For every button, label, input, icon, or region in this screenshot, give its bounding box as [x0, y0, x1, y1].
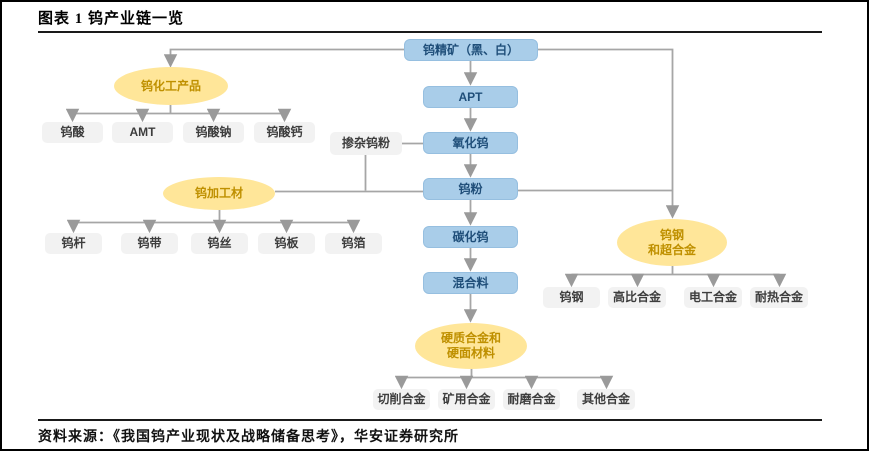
processed-child-strip: 钨带 [121, 233, 178, 254]
chemical-child-ca-tungstate: 钨酸钙 [254, 122, 315, 143]
chain-node-apt: APT [423, 86, 518, 108]
steel-child-high-density: 高比合金 [608, 287, 666, 308]
chemical-child-na-tungstate: 钨酸钠 [183, 122, 244, 143]
group-label-line1: 钨钢 [659, 227, 684, 242]
chain-node-concentrate: 钨精矿（黑、白） [404, 39, 538, 61]
doped-powder-box: 掺杂钨粉 [330, 132, 402, 155]
group-cemented-carbide-ellipse: 硬质合金和 硬面材料 [415, 323, 527, 369]
group-label: 钨加工材 [194, 186, 243, 200]
group-label-line2: 硬面材料 [446, 346, 495, 360]
group-label-line2: 和超合金 [647, 242, 696, 257]
processed-child-plate: 钨板 [258, 233, 315, 254]
title-underline [38, 31, 822, 33]
group-chemical-products-ellipse: 钨化工产品 [114, 67, 228, 105]
chain-node-oxide: 氧化钨 [423, 132, 518, 154]
steel-child-heat-resistant: 耐热合金 [750, 287, 808, 308]
chain-node-mixture: 混合料 [423, 272, 518, 294]
carbide-child-other: 其他合金 [577, 389, 635, 410]
carbide-child-mining: 矿用合金 [438, 389, 495, 410]
chain-node-carbide: 碳化钨 [423, 226, 518, 248]
footer-separator [38, 419, 822, 421]
group-processed-materials-ellipse: 钨加工材 [163, 177, 275, 210]
steel-child-tungsten-steel: 钨钢 [543, 287, 600, 308]
chain-node-powder: 钨粉 [423, 178, 518, 200]
steel-child-electrical: 电工合金 [684, 287, 742, 308]
carbide-child-wear: 耐磨合金 [503, 389, 560, 410]
processed-child-foil: 钨箔 [325, 233, 382, 254]
group-label-line1: 硬质合金和 [440, 331, 501, 345]
processed-child-wire: 钨丝 [191, 233, 248, 254]
source-note: 资料来源：《我国钨产业现状及战略储备思考》，华安证券研究所 [38, 430, 459, 445]
chemical-child-acid: 钨酸 [42, 122, 103, 143]
group-label: 钨化工产品 [140, 78, 201, 93]
figure-title: 图表 1 钨产业链一览 [38, 11, 185, 27]
chemical-child-amt: AMT [112, 122, 173, 143]
processed-child-rod: 钨杆 [45, 233, 102, 254]
carbide-child-cutting: 切削合金 [373, 389, 430, 410]
group-steel-superalloy-ellipse: 钨钢 和超合金 [617, 219, 727, 266]
